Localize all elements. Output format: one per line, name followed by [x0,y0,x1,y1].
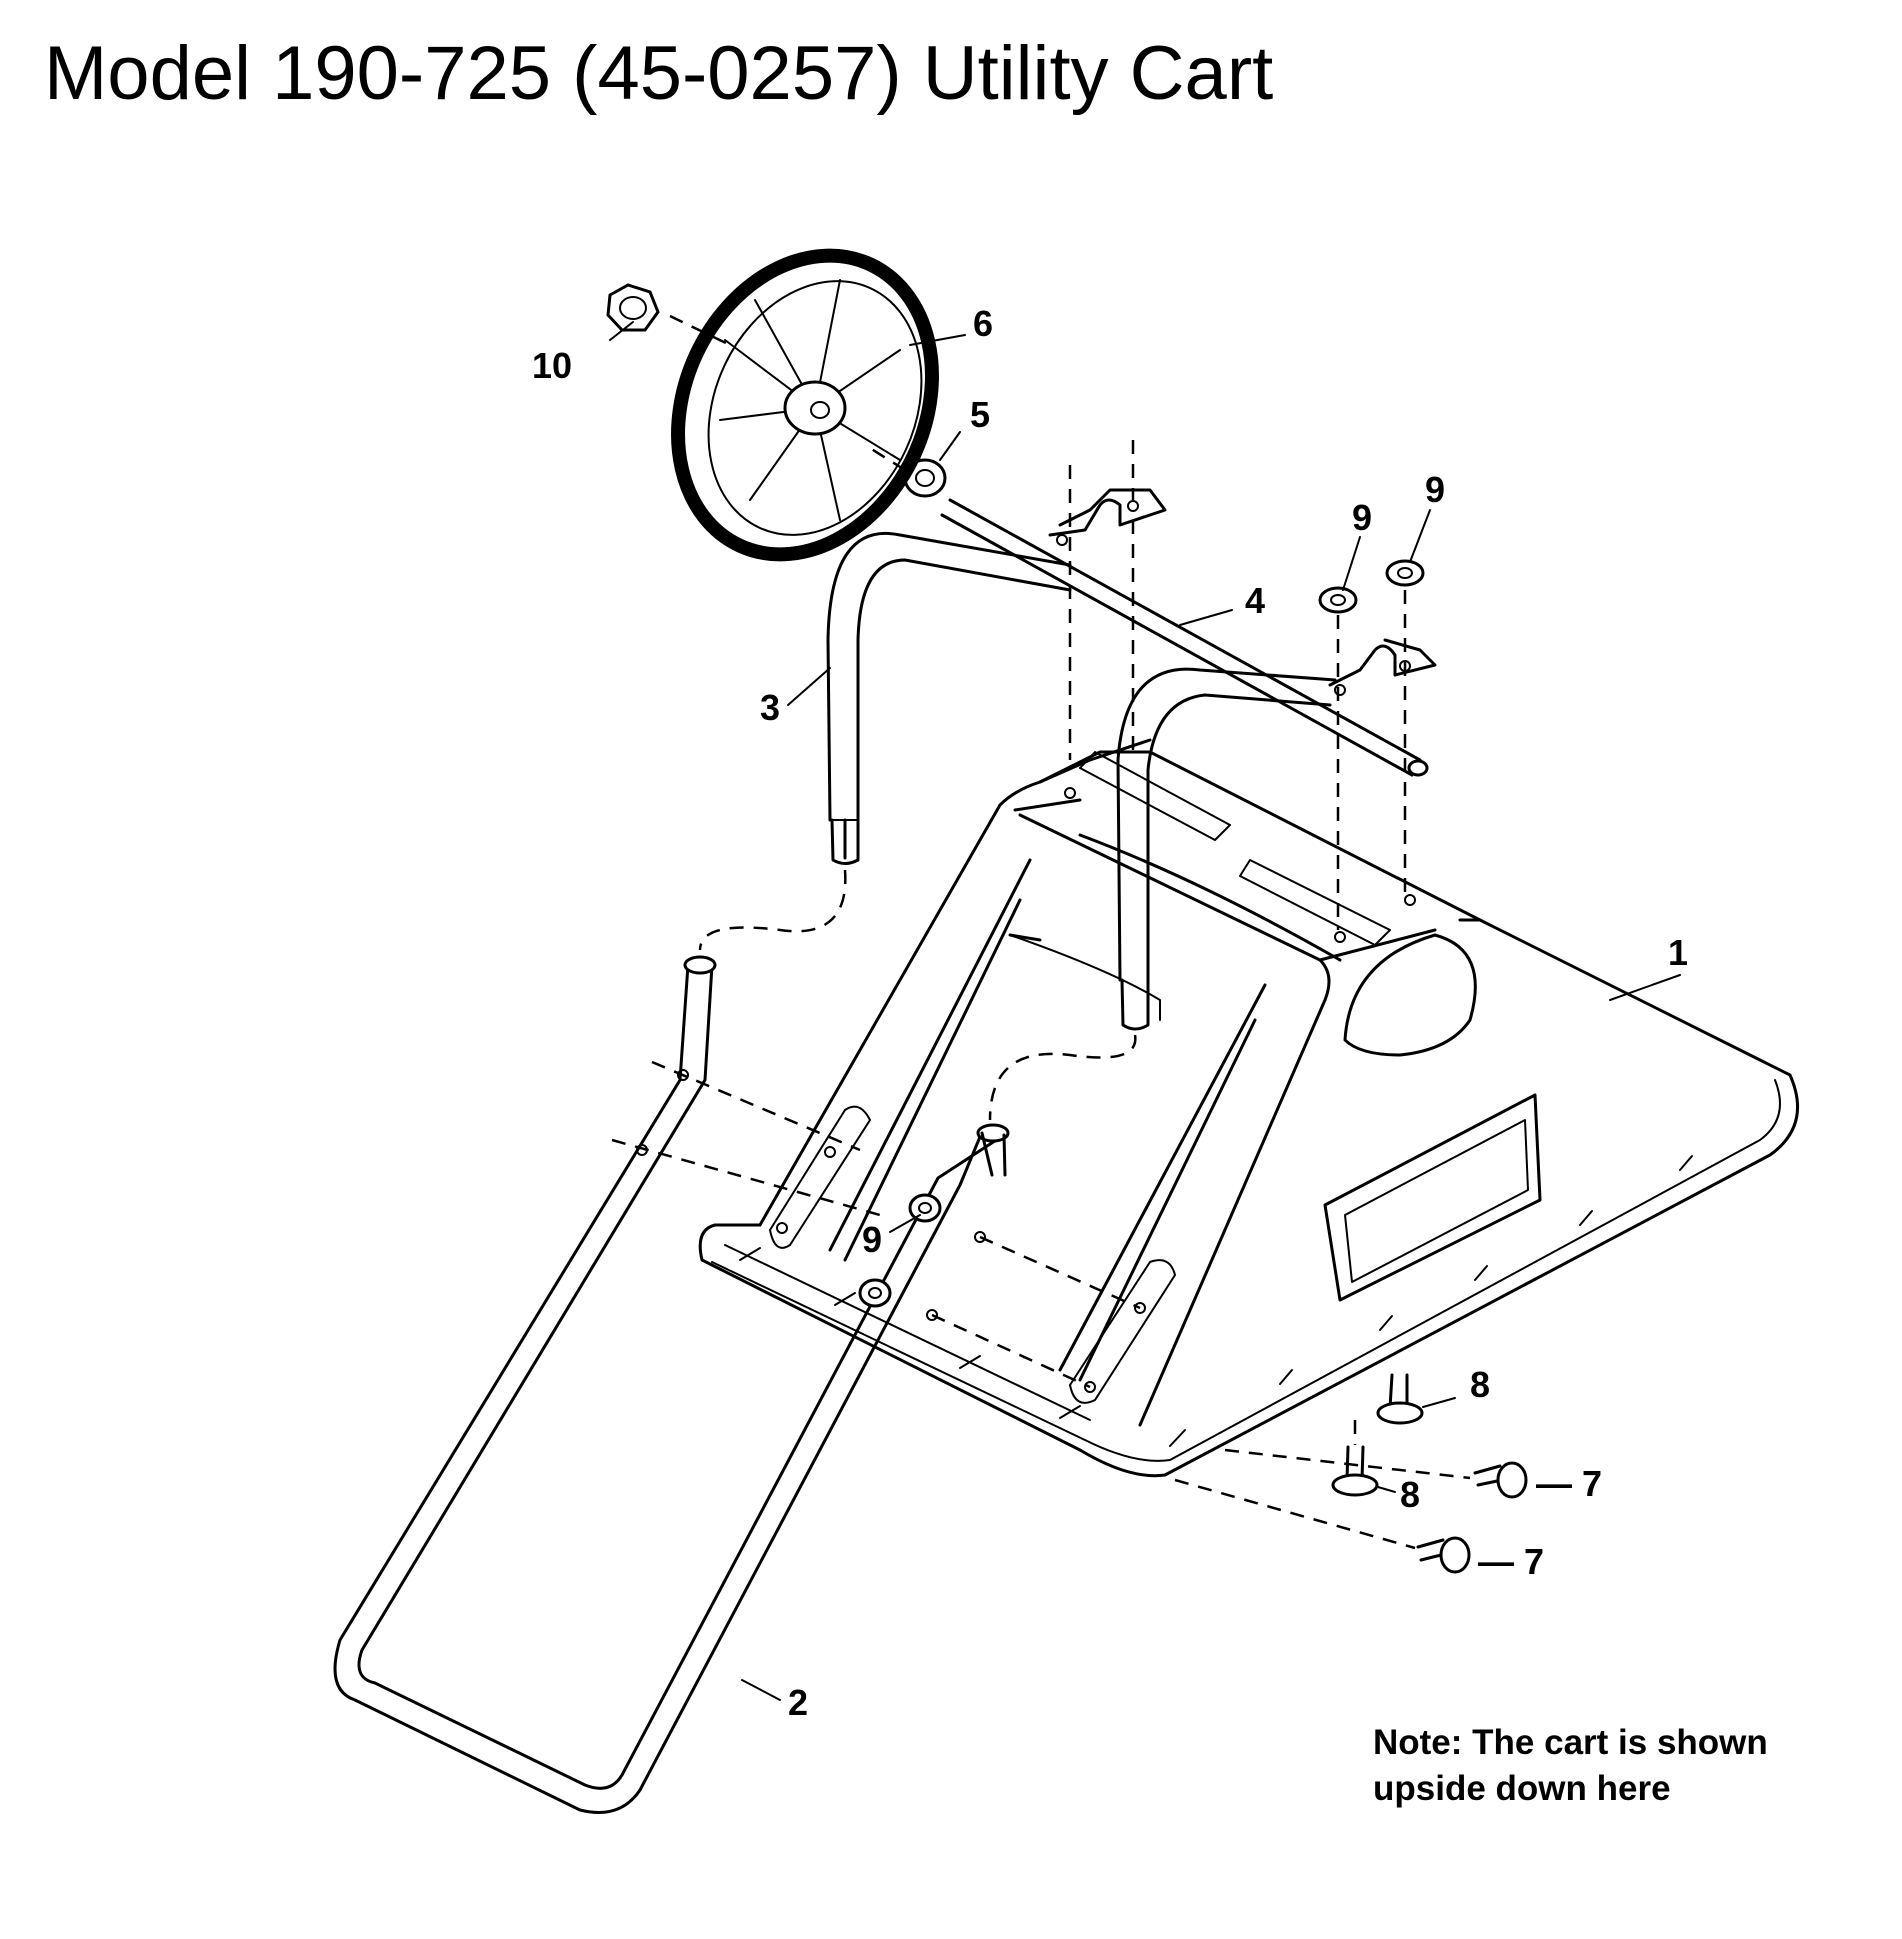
note-text: Note: The cart is shown upside down here [1373,1720,1768,1812]
callout-2: 2 [788,1682,808,1723]
note-line-2: upside down here [1373,1769,1671,1808]
callout-7-lower: — 7 [1478,1541,1544,1582]
callout-9-lower: 9 [862,1219,882,1260]
explosion-lines [611,314,1471,1550]
callout-8-lower: 8 [1400,1474,1420,1515]
callout-10: 10 [532,345,572,386]
part-1-cart-tray [698,738,1799,1478]
note-line-1: Note: The cart is shown [1373,1723,1768,1762]
callout-6: 6 [973,303,993,344]
callout-9-right: 9 [1425,469,1445,510]
callout-3: 3 [760,687,780,728]
part-3-left-upright [826,531,1072,865]
part-7-lock-nuts [1416,1461,1528,1574]
part-6-wheel [671,248,939,562]
callout-1: 1 [1668,932,1688,973]
callout-8-upper: 8 [1470,1364,1490,1405]
part-3-right-upright [1116,667,1337,1031]
callout-4: 4 [1245,580,1265,621]
part-9-nuts [858,559,1425,1308]
part-8-carriage-bolts [1331,1373,1424,1497]
page-title: Model 190-725 (45-0257) Utility Cart [44,31,1274,116]
part-2-handle-loop [333,955,1010,1814]
part-10-hub-nut [606,283,660,332]
callout-9-left: 9 [1352,497,1372,538]
callout-leaders [609,321,1681,1701]
callout-7-upper: — 7 [1536,1463,1602,1504]
callout-5: 5 [970,394,990,435]
part-4-axle [940,488,1437,777]
